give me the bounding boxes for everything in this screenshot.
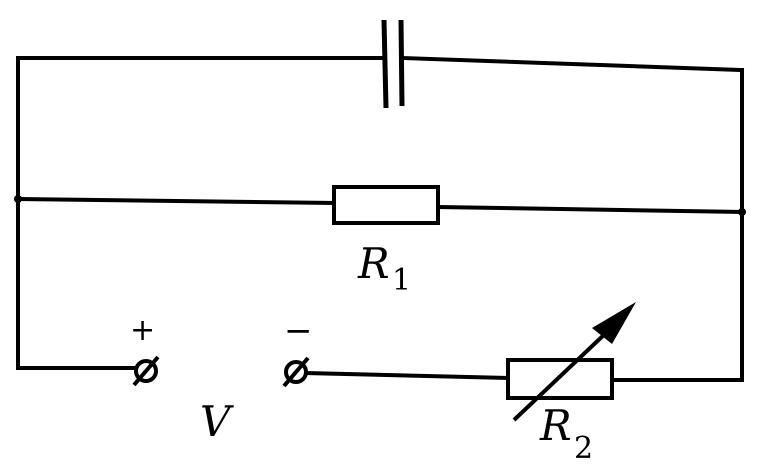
r1-subscript: 1 xyxy=(392,263,411,298)
wire-top-right xyxy=(399,55,745,73)
resistor-r1 xyxy=(332,185,440,225)
junction-right xyxy=(738,208,746,216)
bottom-branch: + − V R 2 xyxy=(16,302,744,466)
wire-r1-left xyxy=(15,196,337,206)
middle-branch: R 1 xyxy=(14,185,746,298)
junction-left xyxy=(14,195,22,203)
variable-arrow-head xyxy=(592,302,636,344)
top-branch xyxy=(16,19,745,109)
minus-sign: − xyxy=(284,311,313,351)
plus-sign: + xyxy=(130,313,155,348)
capacitor-plate-right xyxy=(398,19,405,107)
r2-subscript: 2 xyxy=(574,431,593,466)
r2-label: R xyxy=(539,401,572,450)
wire-minus-to-r2 xyxy=(303,370,511,381)
voltage-label: V xyxy=(200,397,234,446)
wire-r1-right xyxy=(435,204,745,215)
r1-label: R xyxy=(357,239,390,288)
capacitor-plate-left xyxy=(381,19,389,109)
terminal-plus-slash xyxy=(132,355,160,387)
terminal-minus-slash xyxy=(282,356,310,388)
